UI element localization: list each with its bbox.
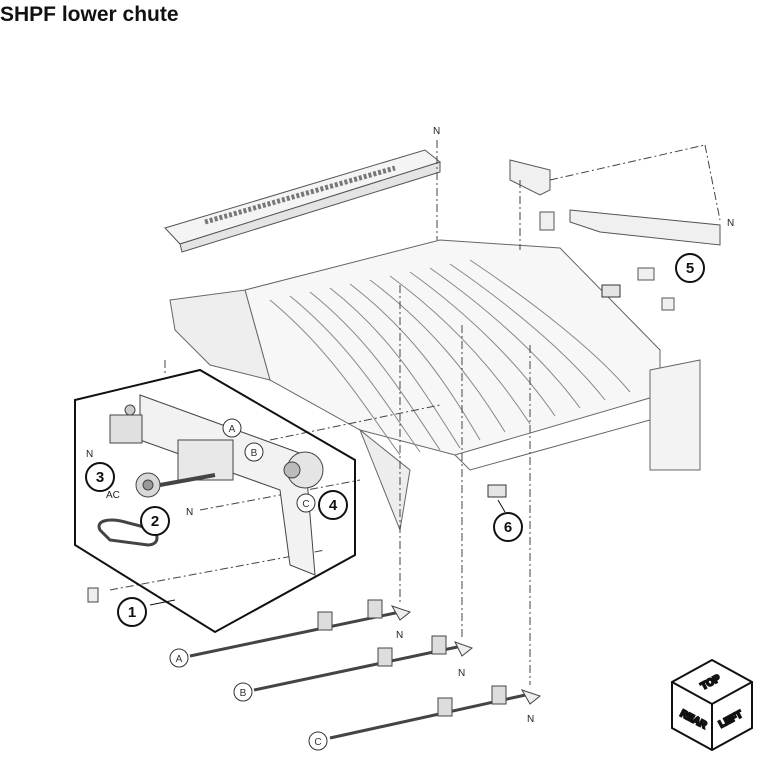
callout-1: 1 [117,597,176,627]
lower-chute-tray [169,239,701,532]
connector-a-upper: A [222,418,242,438]
label-n-left: N [86,449,93,460]
assembly-group-outline [74,368,356,634]
connector-a-upper-label: A [229,424,236,435]
connector-c-lower: C [308,731,328,751]
label-n-middle: N [186,507,193,518]
sensor-parts [487,284,621,498]
label-n-shaft-b: N [458,668,465,679]
roller-shafts [189,599,542,740]
connector-b-lower: B [233,682,253,702]
label-n-right: N [727,218,734,229]
connector-c-upper: C [296,493,316,513]
top-cover-bar [164,149,442,253]
label-n-top: N [433,126,440,137]
callout-label-3: 3 [96,469,104,486]
callout-label-4: 4 [329,497,338,514]
label-n-shaft-c: N [527,714,534,725]
drive-assembly-parts [87,394,324,603]
callout-label-1: 1 [128,604,136,621]
upper-brackets [509,159,721,311]
connector-b-lower-label: B [240,688,247,699]
callout-label-5: 5 [686,260,694,277]
callout-5: 5 [675,253,705,283]
connector-b-upper: B [244,442,264,462]
connector-c-lower-label: C [314,737,321,748]
callout-3: 3 [85,462,115,492]
page-title: SHPF lower chute [0,3,179,26]
callout-label-6: 6 [504,519,512,536]
callout-label-2: 2 [151,513,159,530]
connector-a-lower-label: A [176,654,183,665]
connector-a-lower: A [169,648,189,668]
orientation-cube-icon: TOP REAR LEFT [671,658,753,752]
callout-2: 2 [140,506,170,536]
label-n-shaft-a: N [396,630,403,641]
connector-c-upper-label: C [302,499,309,510]
connector-b-upper-label: B [251,448,258,459]
label-ac: AC [106,490,120,501]
callout-6: 6 [493,499,523,542]
callout-4: 4 [318,490,348,520]
